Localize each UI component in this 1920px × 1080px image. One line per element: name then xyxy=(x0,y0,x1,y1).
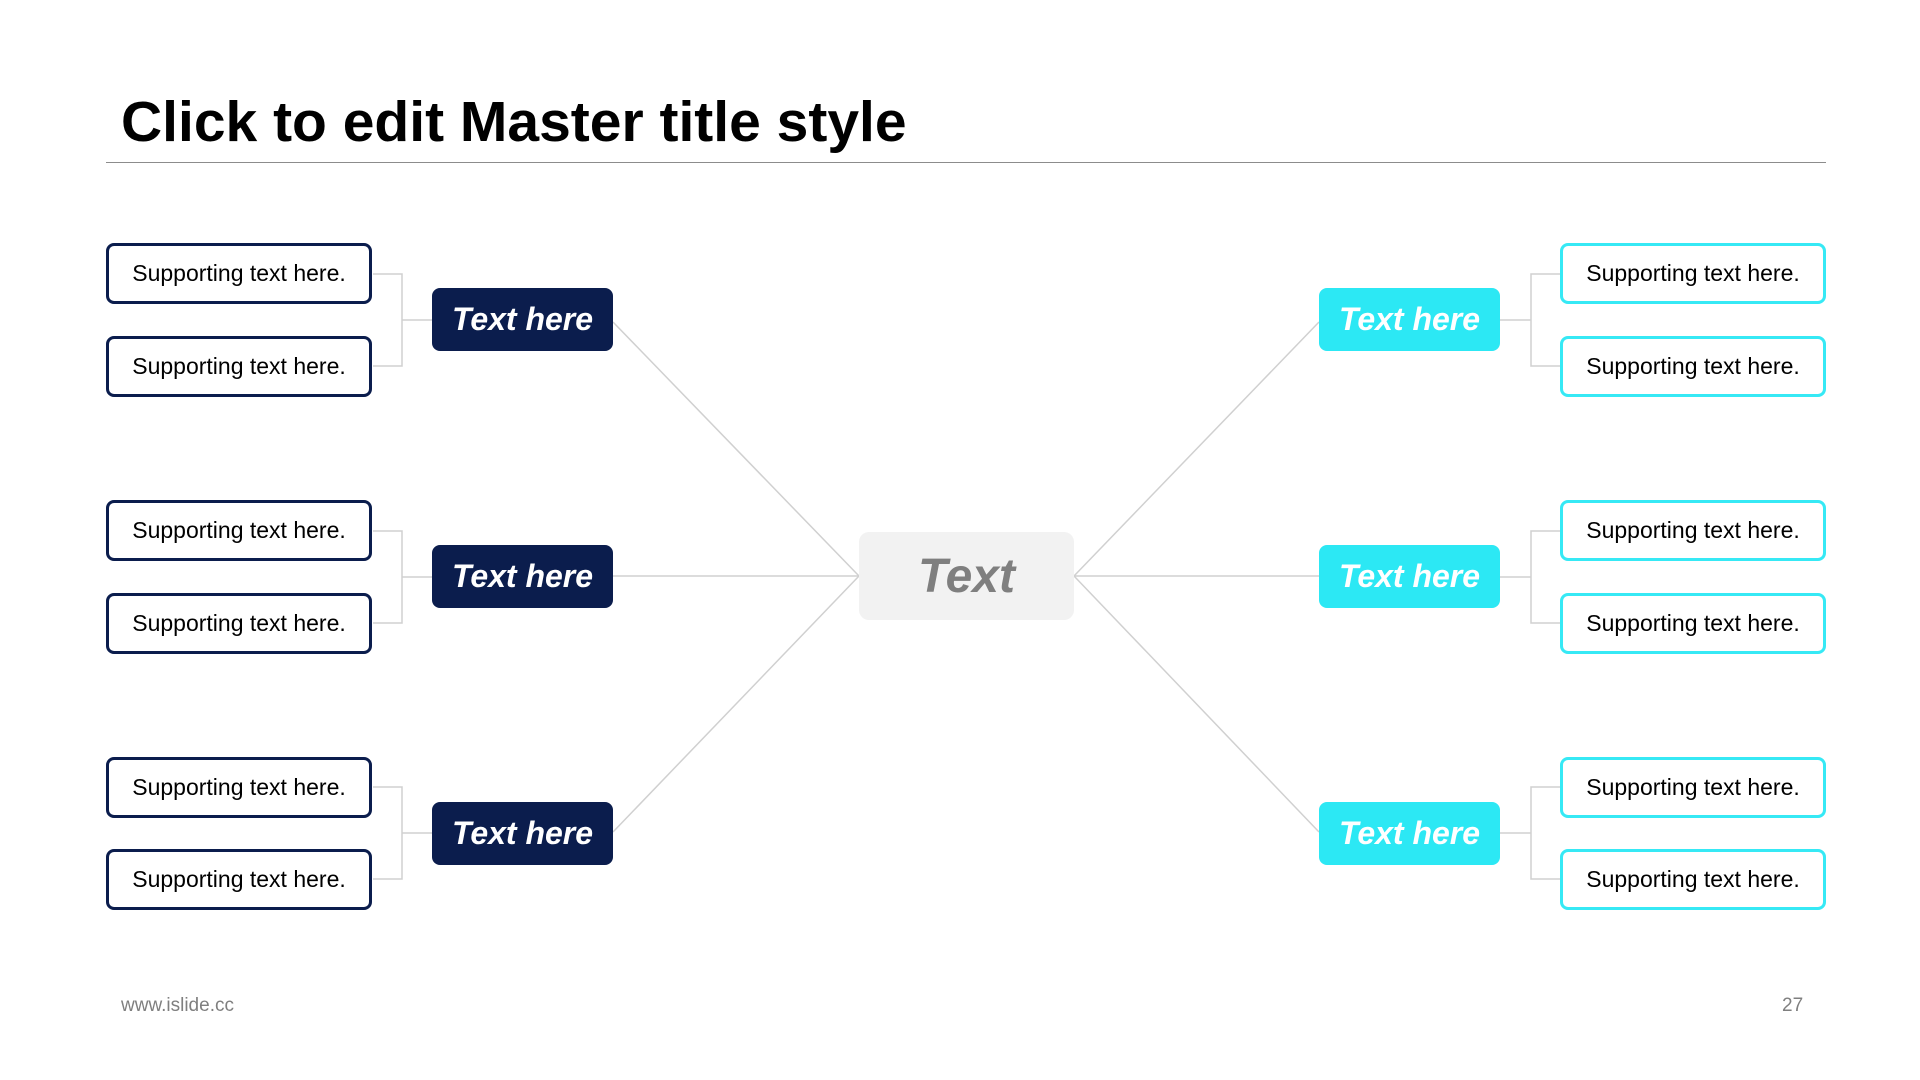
connector-center-left-3 xyxy=(612,575,860,833)
bracket-left-2 xyxy=(373,530,432,624)
right-2-support-2[interactable]: Supporting text here. xyxy=(1560,593,1826,654)
center-node[interactable]: Text xyxy=(859,532,1074,620)
right-1-support-1[interactable]: Supporting text here. xyxy=(1560,243,1826,304)
right-3-support-2[interactable]: Supporting text here. xyxy=(1560,849,1826,910)
bracket-right-3 xyxy=(1500,786,1560,880)
right-branch-1[interactable]: Text here xyxy=(1319,288,1500,351)
right-3-support-1[interactable]: Supporting text here. xyxy=(1560,757,1826,818)
right-branch-3[interactable]: Text here xyxy=(1319,802,1500,865)
connector-center-right-1 xyxy=(1073,321,1320,577)
title-underline xyxy=(106,162,1826,163)
left-3-support-2[interactable]: Supporting text here. xyxy=(106,849,372,910)
bracket-left-1 xyxy=(373,273,432,367)
connector-center-left-1 xyxy=(612,321,860,577)
page-number: 27 xyxy=(1782,995,1804,1016)
left-1-support-2[interactable]: Supporting text here. xyxy=(106,336,372,397)
footer-url: www.islide.cc xyxy=(121,995,234,1016)
left-branch-3[interactable]: Text here xyxy=(432,802,613,865)
left-2-support-2[interactable]: Supporting text here. xyxy=(106,593,372,654)
bracket-right-1 xyxy=(1500,273,1560,367)
bracket-right-2 xyxy=(1500,530,1560,624)
left-1-support-1[interactable]: Supporting text here. xyxy=(106,243,372,304)
left-2-support-1[interactable]: Supporting text here. xyxy=(106,500,372,561)
right-branch-2[interactable]: Text here xyxy=(1319,545,1500,608)
right-2-support-1[interactable]: Supporting text here. xyxy=(1560,500,1826,561)
right-1-support-2[interactable]: Supporting text here. xyxy=(1560,336,1826,397)
left-branch-2[interactable]: Text here xyxy=(432,545,613,608)
left-branch-1[interactable]: Text here xyxy=(432,288,613,351)
slide-title[interactable]: Click to edit Master title style xyxy=(121,90,907,154)
connector-center-right-3 xyxy=(1073,575,1320,833)
bracket-left-3 xyxy=(373,786,432,880)
left-3-support-1[interactable]: Supporting text here. xyxy=(106,757,372,818)
